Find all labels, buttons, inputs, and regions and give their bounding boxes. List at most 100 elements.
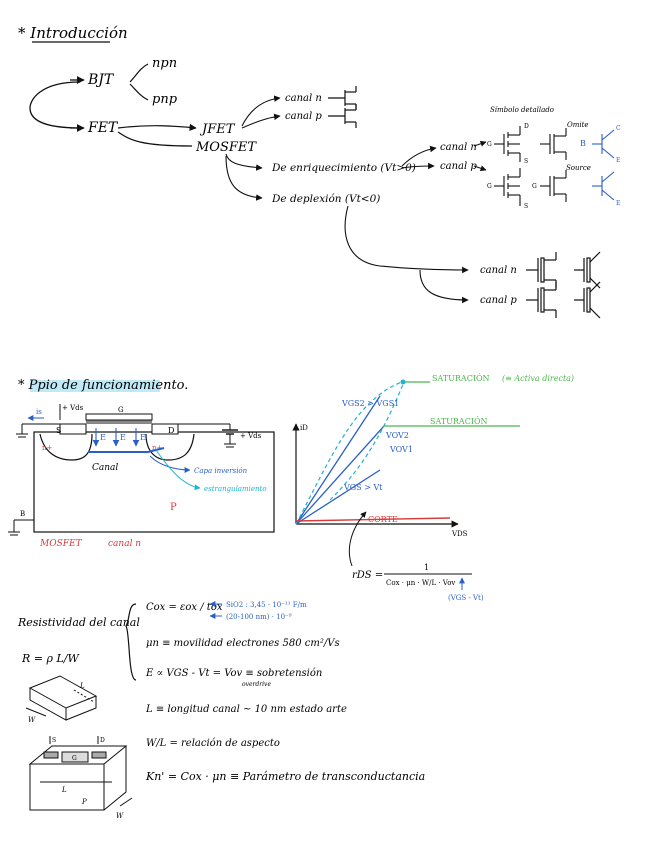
efield-label-1: E bbox=[100, 433, 106, 442]
deplexion-label: De deplexión (Vt<0) bbox=[271, 193, 380, 205]
dev-d-label: D bbox=[100, 737, 105, 744]
dep-p-symbols bbox=[526, 281, 601, 319]
efield-label-2: E bbox=[120, 433, 126, 442]
dev-w-label: W bbox=[116, 812, 124, 820]
jfet-n-symbol bbox=[328, 86, 357, 110]
capa-inversion-label: Capa inversión bbox=[194, 467, 248, 475]
mosfet-to-enr bbox=[225, 153, 263, 171]
wl-definition: W/L = relación de aspecto bbox=[146, 738, 280, 749]
dep-canal-p-label: canal p bbox=[480, 295, 517, 306]
mosfet-red-label: MOSFET bbox=[39, 539, 83, 549]
omite-label: Omite bbox=[567, 121, 589, 129]
drain-d-label: D bbox=[168, 426, 174, 435]
nplus-drain: n+ bbox=[152, 444, 163, 452]
line-vov1 bbox=[295, 425, 385, 525]
vov1-label: VOV1 bbox=[389, 445, 413, 454]
jfet-label: JFET bbox=[199, 122, 236, 137]
canal-label: Canal bbox=[92, 463, 118, 473]
gate-plate bbox=[85, 413, 153, 421]
sat1-point bbox=[400, 379, 406, 385]
det-n-g: G bbox=[487, 141, 492, 148]
dep-to-p bbox=[419, 269, 469, 304]
rds-denominator: Cox · μn · W/L · Vov bbox=[386, 579, 455, 587]
x-axis-label: VDS bbox=[451, 530, 468, 538]
simp-p-g: G bbox=[532, 183, 537, 190]
det-n-d: D bbox=[524, 123, 529, 130]
device-3d-sketch bbox=[28, 736, 133, 811]
resistividad-label: Resistividad del canal bbox=[17, 616, 140, 629]
simbolo-detallado-label: Símbolo detallado bbox=[490, 106, 554, 114]
estrangulamiento-label: estrangulamiento bbox=[204, 485, 267, 493]
blue-e-label: E bbox=[616, 157, 620, 164]
bjt-branch-up bbox=[129, 63, 149, 83]
enriquecimiento-label: De enriquecimiento (Vt>0) bbox=[271, 162, 416, 174]
nplus-source: n+ bbox=[42, 444, 53, 452]
bar-l-label: L bbox=[79, 682, 85, 690]
line-vgs2 bbox=[295, 395, 381, 525]
inversion-layer bbox=[88, 447, 165, 453]
rds-lhs: rDS = bbox=[352, 570, 383, 581]
corte-line bbox=[295, 517, 451, 522]
enr-to-p bbox=[401, 162, 435, 170]
formulas-section: Resistividad del canal R = ρ L/W Cox = ε… bbox=[17, 601, 425, 820]
mun-formula: μn ≡ movilidad electrones 580 cm²/Vs bbox=[146, 638, 340, 649]
mosfet-to-dep bbox=[225, 155, 263, 201]
fet-label: FET bbox=[87, 120, 119, 136]
source-well bbox=[39, 433, 93, 461]
jfet-to-n bbox=[241, 95, 281, 127]
dep-n-symbols bbox=[526, 251, 601, 289]
y-axis-label: iD bbox=[300, 424, 308, 432]
l-definition: L ≡ longitud canal ~ 10 nm estado arte bbox=[145, 704, 347, 715]
enr-canal-p-label: canal p bbox=[440, 161, 477, 172]
mosfet-n-detailed-symbol bbox=[494, 126, 521, 162]
det-p-g: G bbox=[487, 183, 492, 190]
jfet-canal-n-label: canal n bbox=[285, 93, 322, 104]
mosfet-p-detailed-symbol bbox=[494, 168, 521, 206]
cox-sio2-note: SiO2 : 3,45 · 10⁻¹¹ F/m bbox=[226, 601, 307, 609]
dev-g-label: G bbox=[72, 755, 77, 762]
body-b-label: B bbox=[20, 510, 25, 518]
enr-to-n bbox=[401, 145, 437, 167]
jfet-canal-p-label: canal p bbox=[285, 111, 322, 122]
bjt-label: BJT bbox=[87, 72, 115, 88]
enr-p-pointer bbox=[473, 165, 487, 172]
rds-pointer bbox=[348, 511, 367, 567]
estrangulamiento-pointer bbox=[155, 449, 201, 491]
dev-s-label: S bbox=[52, 737, 56, 744]
jfet-p-symbol bbox=[328, 104, 357, 128]
arrow-mosfet bbox=[117, 131, 193, 147]
gate-oxide bbox=[86, 420, 152, 424]
bar-w-label: W bbox=[28, 716, 36, 724]
efield-formula: E ∝ VGS - Vt = Vov ≡ sobretensión bbox=[145, 668, 322, 679]
pnp-label: pnp bbox=[152, 92, 178, 107]
line-vgs-vt bbox=[295, 469, 381, 525]
substrate-p-label: P bbox=[170, 502, 177, 513]
bjt-branch-down bbox=[129, 83, 149, 101]
source-s-label: S bbox=[56, 426, 61, 435]
vov2-label: VOV2 bbox=[385, 431, 409, 440]
source-label: Source bbox=[566, 164, 591, 172]
rds-note: (VGS - Vt) bbox=[448, 594, 484, 602]
title-highlight bbox=[30, 380, 160, 392]
vgs-vt-label: VGS > Vt bbox=[343, 483, 383, 492]
formulas-brace bbox=[125, 603, 137, 681]
mosfet-p-simple-symbol bbox=[540, 170, 567, 202]
r-equation: R = ρ L/W bbox=[21, 652, 80, 665]
sat1-label: SATURACIÓN bbox=[432, 374, 490, 383]
canal-n-red-label: canal n bbox=[108, 539, 141, 549]
blue-c-label: C bbox=[616, 125, 621, 132]
gate-g-label: G bbox=[118, 406, 124, 414]
iv-characteristic-graph: iD VDS SATURACIÓN (≡ Activa directa) SAT… bbox=[292, 374, 574, 602]
pinchoff-locus bbox=[295, 381, 403, 525]
intro-section: * Introducción BJT npn pnp FET JFET MOSF… bbox=[18, 24, 621, 319]
blue-b-label: B bbox=[580, 139, 586, 148]
principle-section: * Ppio de funcionamiento. S G D n+ n+ E … bbox=[8, 374, 574, 602]
drain-well bbox=[145, 433, 195, 461]
corte-label: CORTE bbox=[368, 515, 398, 524]
enr-canal-n-label: canal n bbox=[440, 142, 477, 153]
source-contact bbox=[59, 423, 87, 435]
efield-label-3: E bbox=[140, 433, 146, 442]
resistor-bar-sketch bbox=[25, 675, 98, 721]
